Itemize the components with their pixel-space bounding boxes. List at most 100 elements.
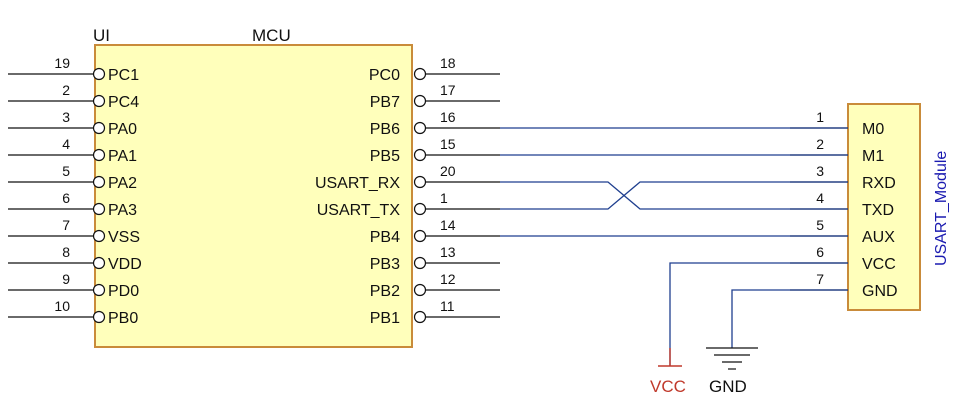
pin-name: PC1 [108,67,139,84]
pin-bubble [92,148,106,162]
pin-bubble [92,229,106,243]
pin-number: 3 [816,163,824,179]
mcu-right-pins: 18PC017PB716PB615PB520USART_RX1USART_TX1… [315,55,500,327]
net-gnd [731,289,848,348]
pin-bubble [413,283,427,297]
pin-number: 11 [440,298,455,314]
pin-name: AUX [862,229,895,246]
net-vcc [669,262,848,366]
pin-number: 4 [62,136,70,152]
pin-bubble [92,310,106,324]
pin-bubble [92,121,106,135]
pin-bubble [413,67,427,81]
pin-bubble [413,202,427,216]
pin-name: PA2 [108,175,137,192]
pin-bubble [92,202,106,216]
ground-symbol [706,347,758,370]
pin-bubble [92,256,106,270]
pin-number: 12 [440,271,456,287]
pin-name: PA1 [108,148,137,165]
mcu-left-pins: 19PC12PC43PA04PA15PA26PA37VSS8VDD9PD010P… [8,55,142,327]
usart-module-body [847,103,921,311]
pin-number: 14 [440,217,456,233]
pin-bubble [413,256,427,270]
pin-bubble [92,94,106,108]
pin-number: 4 [816,190,824,206]
pin-number: 9 [62,271,70,287]
pin-name: PB0 [108,310,138,327]
pin-name: VSS [108,229,140,246]
pin-name: VDD [108,256,142,273]
pin-number: 1 [440,190,448,206]
pin-name: TXD [862,202,894,219]
pin-number: 7 [62,217,70,233]
pin-bubble [413,175,427,189]
pin-number: 5 [62,163,70,179]
pin-name: PB7 [370,94,400,111]
pin-name: PB2 [370,283,400,300]
pin-name: PC0 [369,67,400,84]
pin-bubble [413,229,427,243]
pin-name: PA3 [108,202,137,219]
pin-bubble [413,310,427,324]
pin-name: PB1 [370,310,400,327]
pin-number: 17 [440,82,456,98]
mcu-chip-body [94,44,413,348]
pin-bubble [92,67,106,81]
pin-number: 18 [440,55,456,71]
pin-number: 15 [440,136,456,152]
pin-name: PB4 [370,229,400,246]
pin-name: PC4 [108,94,139,111]
pin-name: PB3 [370,256,400,273]
pin-name: USART_RX [315,175,400,192]
pin-name: RXD [862,175,896,192]
pin-bubble [92,175,106,189]
usart-module-name: USART_Module [933,151,950,266]
pin-number: 20 [440,163,456,179]
pin-number: 13 [440,244,456,260]
pin-name: PB5 [370,148,400,165]
signal-nets [500,127,848,366]
vcc-symbol [658,348,682,367]
pin-name: M0 [862,121,884,138]
pin-number: 19 [54,55,70,71]
pin-bubble [92,283,106,297]
pin-number: 8 [62,244,70,260]
pin-number: 6 [62,190,70,206]
pin-number: 1 [816,109,824,125]
pin-number: 5 [816,217,824,233]
pin-name: GND [862,283,898,300]
pin-number: 10 [54,298,70,314]
net-usart-rx-txd [500,181,848,210]
vcc-label: VCC [650,377,686,396]
mcu-name: MCU [252,26,291,45]
pin-name: M1 [862,148,884,165]
pin-number: 6 [816,244,824,260]
pin-bubble [413,121,427,135]
pin-number: 3 [62,109,70,125]
mcu-designator: UI [93,26,110,45]
net-usart-tx-rxd [500,181,848,210]
pin-number: 16 [440,109,456,125]
pin-name: USART_TX [317,202,401,219]
pin-number: 2 [62,82,70,98]
